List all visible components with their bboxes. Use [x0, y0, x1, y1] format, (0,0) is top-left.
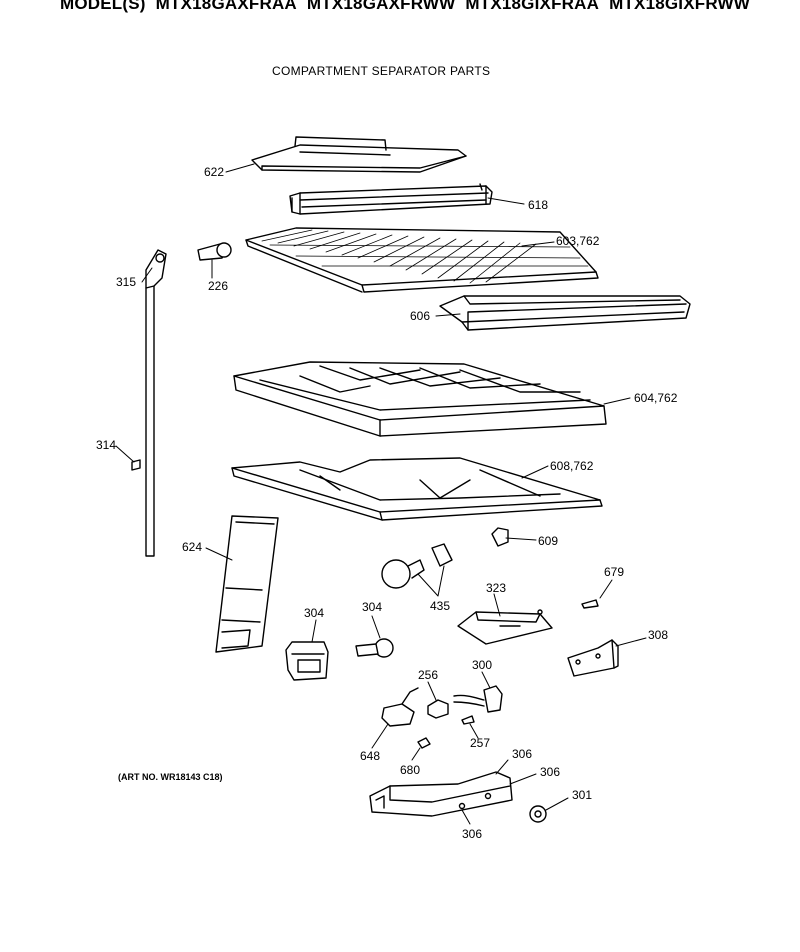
part-308-bracket [567, 639, 619, 677]
part-679-screw [581, 599, 599, 609]
callout-257: 257 [470, 736, 490, 750]
part-323-light-housing [457, 609, 553, 645]
callout-622: 622 [204, 165, 224, 179]
model-number: MTX18GIXFRWW [609, 0, 751, 13]
callout-308: 308 [648, 628, 668, 642]
part-314-315-rod [131, 249, 167, 557]
part-226-pin [197, 242, 232, 261]
diagram-title: COMPARTMENT SEPARATOR PARTS [272, 64, 491, 78]
part-604-shelf-frame [233, 361, 607, 437]
callout-306-bottom: 306 [462, 827, 482, 841]
part-624-side-panel [215, 515, 279, 653]
callout-300: 300 [472, 658, 492, 672]
part-603-wire-shelf [245, 227, 599, 293]
callout-680: 680 [400, 763, 420, 777]
callout-301: 301 [572, 788, 592, 802]
callout-604-762: 604,762 [634, 391, 678, 405]
callout-314: 314 [96, 438, 116, 452]
leader-lines [115, 163, 647, 825]
part-606-front-rail [439, 295, 691, 331]
part-304-control-block [285, 641, 329, 681]
callout-679: 679 [604, 565, 624, 579]
part-618-rail [289, 183, 493, 215]
callout-315: 315 [116, 275, 136, 289]
part-callouts: 622 618 603,762 315 226 606 604,762 314 … [96, 165, 678, 841]
callout-618: 618 [528, 198, 548, 212]
model-number: MTX18GAXFRAA [155, 0, 297, 13]
part-257-screw [461, 715, 475, 725]
part-300-switch [453, 685, 503, 713]
callout-606: 606 [410, 309, 430, 323]
part-304-thermostat-knob [355, 638, 394, 658]
callout-304-left: 304 [304, 606, 324, 620]
part-301-nut [529, 805, 547, 823]
part-648-sensor [381, 687, 419, 727]
model-list: MODEL(S) MTX18GAXFRAA MTX18GAXFRWW MTX18GIX… [60, 0, 760, 14]
callout-603-762: 603,762 [556, 234, 600, 248]
callout-609: 609 [538, 534, 558, 548]
models-prefix: MODEL(S) [60, 0, 146, 13]
part-680-screw [417, 737, 431, 749]
callout-304-right: 304 [362, 600, 382, 614]
callout-226: 226 [208, 279, 228, 293]
callout-648: 648 [360, 749, 380, 763]
part-608-lower-tray [231, 457, 603, 521]
callout-323: 323 [486, 581, 506, 595]
header: MODEL(S) MTX18GAXFRAA MTX18GAXFRWW MTX18GIX… [0, 0, 800, 100]
part-306-bottom-bracket [369, 771, 513, 817]
callout-256: 256 [418, 668, 438, 682]
callout-306-top: 306 [512, 747, 532, 761]
callout-435: 435 [430, 599, 450, 613]
model-number: MTX18GAXFRWW [306, 0, 456, 13]
part-609-clip [491, 527, 509, 547]
part-435-bulbs [381, 543, 453, 589]
part-256-switch [427, 699, 449, 719]
part-622-cover [251, 136, 467, 173]
art-number: (ART NO. WR18143 C18) [118, 772, 223, 782]
callout-306-right: 306 [540, 765, 560, 779]
model-number: MTX18GIXFRAA [465, 0, 600, 13]
callout-608-762: 608,762 [550, 459, 594, 473]
callout-624: 624 [182, 540, 202, 554]
